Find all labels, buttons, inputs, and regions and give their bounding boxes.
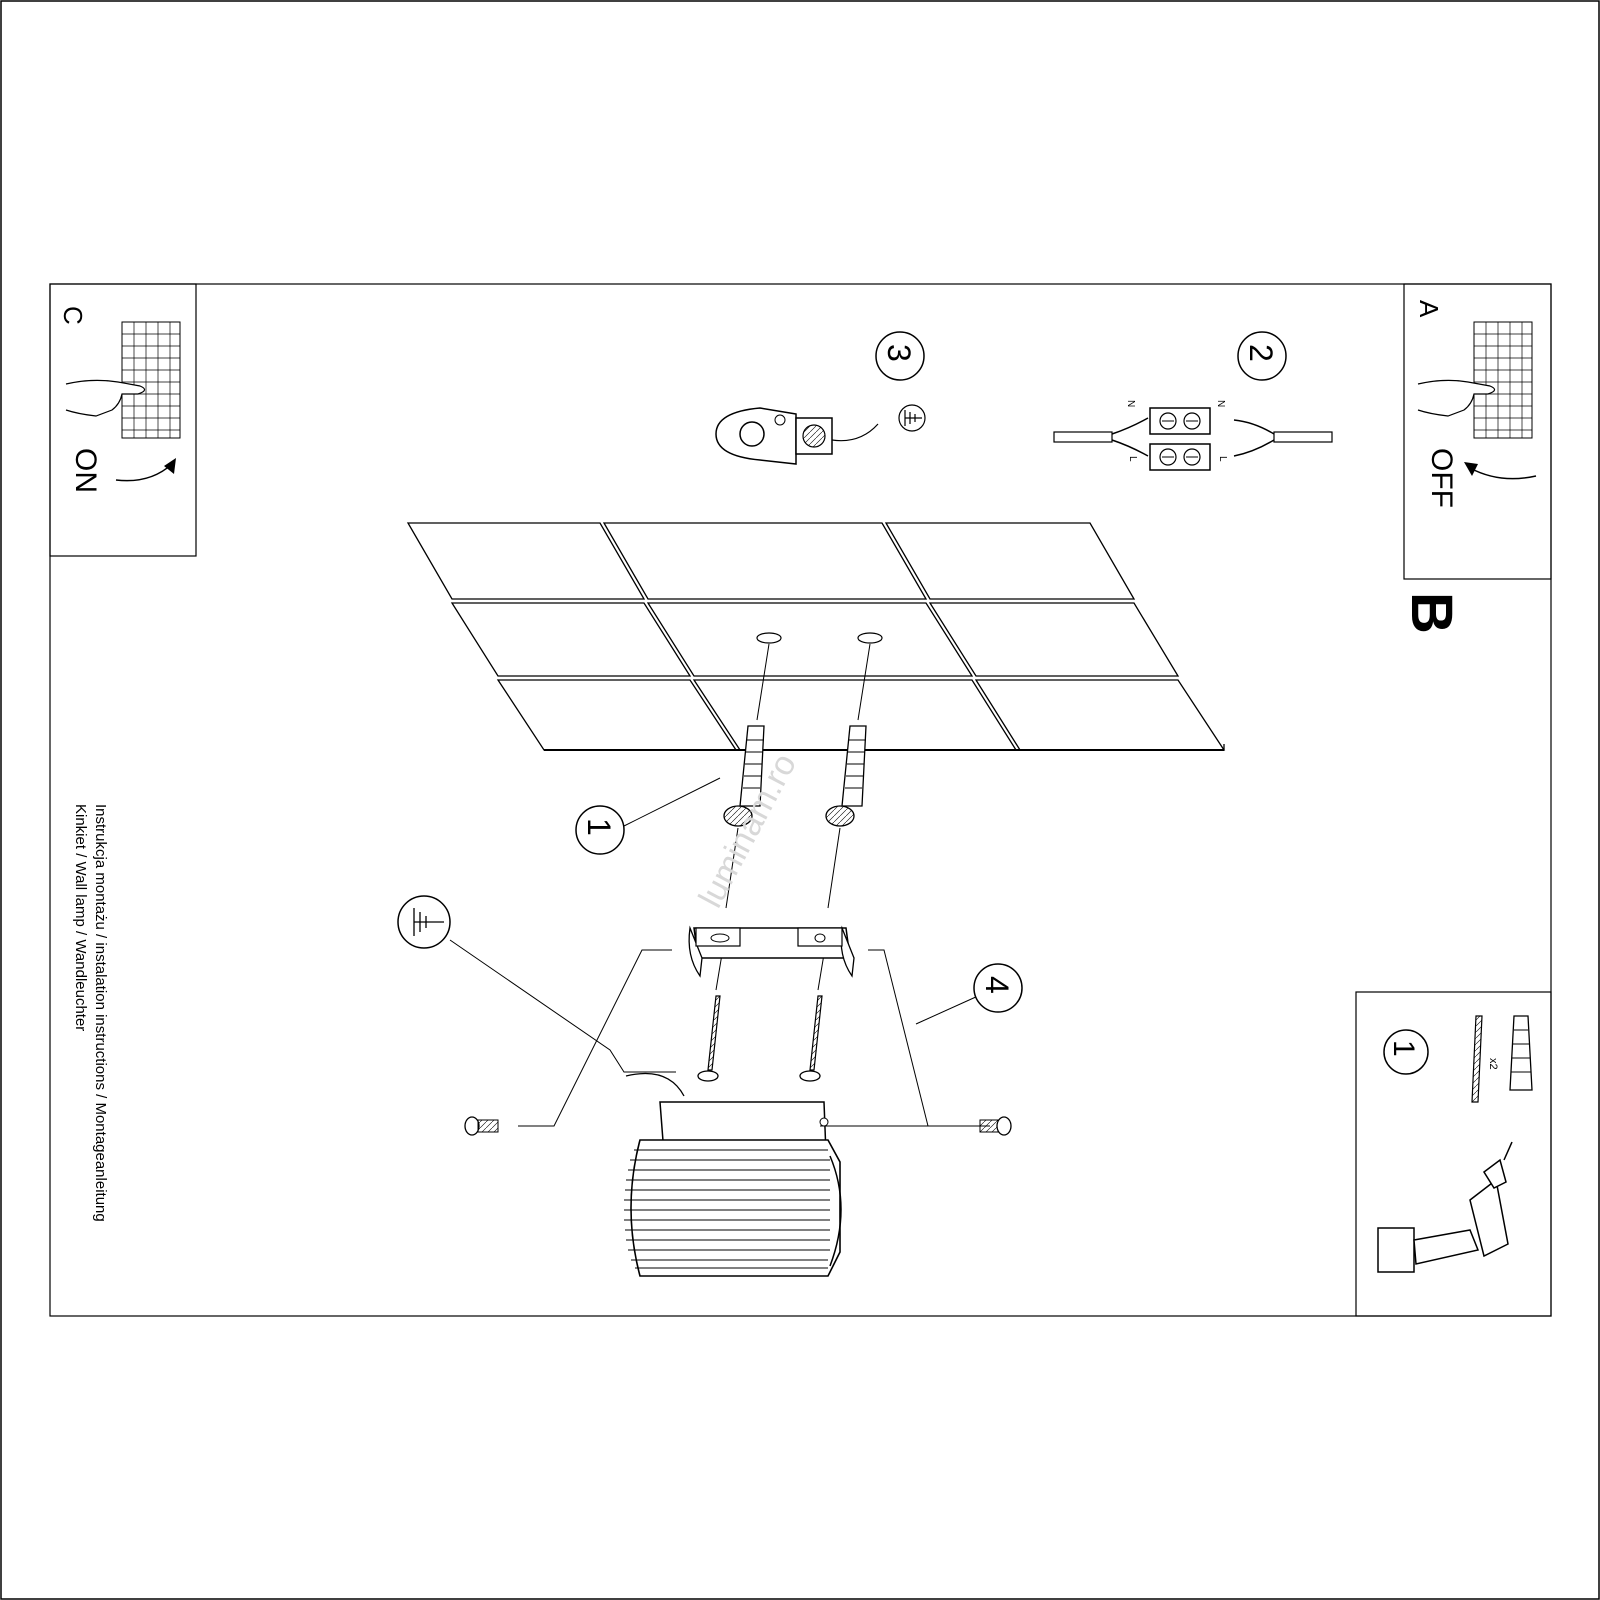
kit-panel: 1 x2 <box>1355 991 1552 1317</box>
instruction-title-line2: Kinkiet / Wall lamp / Wandleuchter <box>72 804 89 1031</box>
drill-hole-right <box>857 632 883 644</box>
drill-icon <box>1377 1141 1513 1273</box>
lamp-cable <box>1273 431 1333 443</box>
instruction-title-line1: Instrukcja montażu / instalation instruc… <box>92 804 109 1222</box>
circuit-breaker-icon <box>1473 321 1533 439</box>
step-2-badge <box>1237 331 1287 381</box>
wire-l-label-left: L <box>1127 456 1138 462</box>
wall-plug-left <box>723 725 765 827</box>
supply-cable <box>1053 431 1113 443</box>
panel-a: A OFF <box>1403 283 1552 580</box>
panel-c-label: C <box>58 306 88 325</box>
panel-c: C ON <box>49 283 197 557</box>
ground-symbol-icon <box>898 404 926 432</box>
lamp-body <box>624 1101 958 1277</box>
step-2-number: 2 <box>1243 344 1279 362</box>
lamp-cylinder <box>630 1139 841 1277</box>
drawing-frame <box>49 283 1552 1317</box>
side-screw-right <box>979 1116 1012 1136</box>
on-label: ON <box>69 448 102 493</box>
wire-l-label-right: L <box>1217 456 1228 462</box>
ground-symbol-icon <box>397 895 451 949</box>
circuit-breaker-icon <box>121 321 181 439</box>
terminal-block-bottom <box>1149 443 1211 471</box>
wall-plug-icon <box>1509 1015 1533 1091</box>
step-4-number: 4 <box>979 976 1015 994</box>
wood-screw-left <box>697 995 721 1082</box>
side-screw-left <box>464 1116 499 1136</box>
step-2-wire-connection: 2 N N L L <box>1053 331 1333 471</box>
step-4-badge <box>973 963 1023 1013</box>
kit-step-badge <box>1383 1029 1429 1075</box>
terminal-screw-icon <box>802 424 826 448</box>
step-3-ground-connection: 3 <box>715 331 926 465</box>
step-3-number: 3 <box>881 344 917 362</box>
wire-n-label-right: N <box>1215 400 1226 407</box>
off-label: OFF <box>1425 448 1458 508</box>
drill-hole-left <box>756 632 782 644</box>
quantity-label: x2 <box>1487 1058 1499 1070</box>
hand-icon <box>1417 379 1496 417</box>
step-3-badge <box>875 331 925 381</box>
step-1-badge <box>575 805 625 855</box>
wood-screw-right <box>799 995 823 1082</box>
hand-icon <box>65 379 146 417</box>
mounting-bracket <box>688 925 855 978</box>
arrow-down-icon <box>1469 467 1537 480</box>
step-1-number: 1 <box>581 818 617 836</box>
wall-plug-right <box>825 725 867 827</box>
screw-icon <box>1471 1015 1483 1103</box>
kit-step-number: 1 <box>1387 1040 1420 1057</box>
wall-surface <box>406 522 1226 751</box>
arrow-up-icon <box>115 463 173 482</box>
panel-b-label: B <box>1399 592 1464 634</box>
panel-a-label: A <box>1414 300 1444 318</box>
wire-n-label-left: N <box>1125 400 1136 407</box>
terminal-block-top <box>1149 407 1211 435</box>
